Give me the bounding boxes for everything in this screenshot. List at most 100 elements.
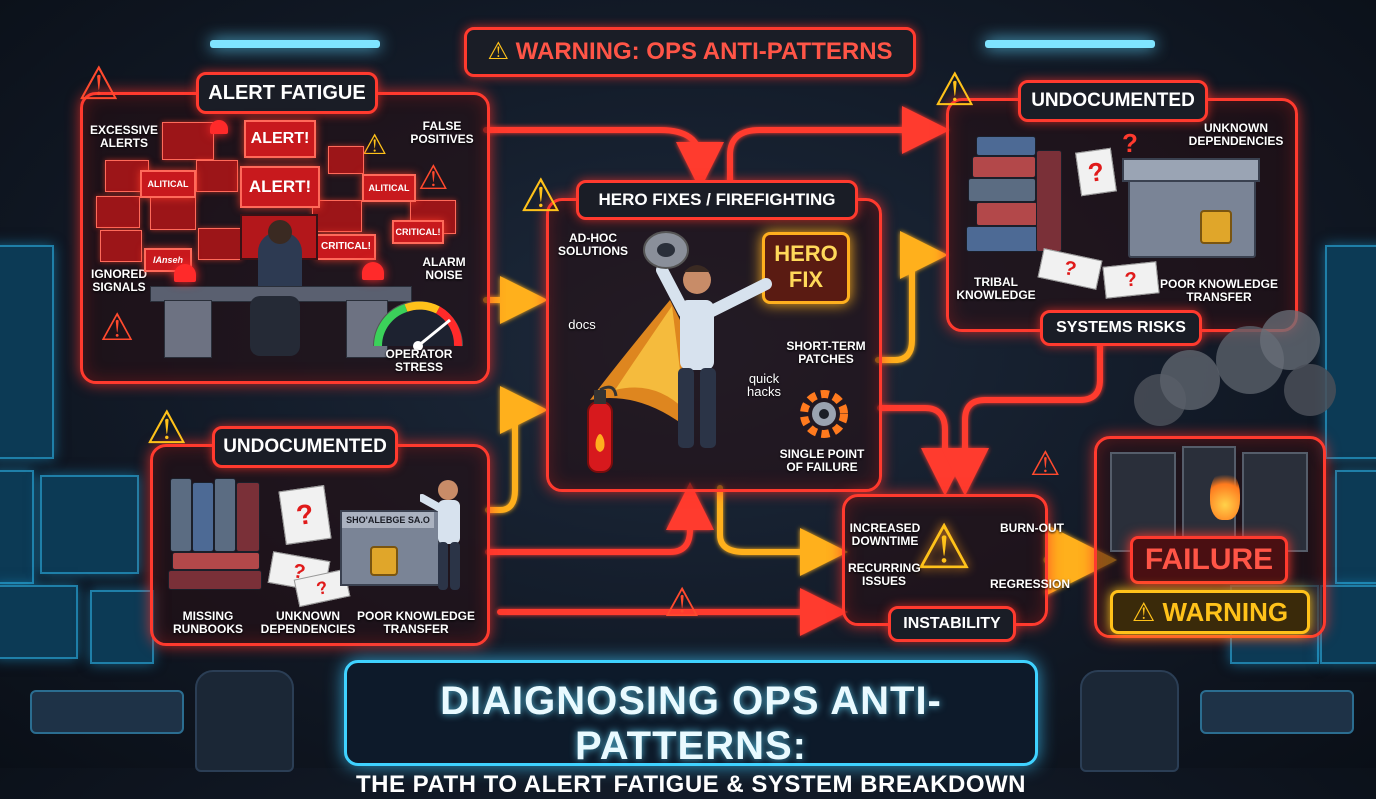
binder-row — [192, 482, 214, 552]
flow-arrows — [483, 106, 1117, 636]
arrow-undoc-bottom-to-hero-lower — [485, 482, 714, 555]
alert-screen: ALERT! — [244, 120, 316, 158]
operator-stress-label: OPERATOR STRESS — [385, 347, 453, 374]
ad-hoc-label: AD-HOC SOLUTIONS — [557, 231, 628, 258]
failure-warning-label: WARNING — [1162, 597, 1289, 627]
left-desk-monitor-1 — [40, 475, 139, 574]
binder-stack — [1036, 150, 1062, 252]
question-paper: ? — [1102, 261, 1160, 299]
unknown-dependencies-label: UNKNOWN DEPENDENCIES — [260, 609, 356, 636]
alert-wall-screen — [198, 228, 242, 260]
warning-icon: ⚠ — [520, 169, 562, 221]
ceiling-light-right — [985, 40, 1155, 48]
binder-stack — [976, 136, 1036, 156]
poor-knowledge-transfer-label: POOR KNOWLEDGE TRANSFER — [1159, 277, 1278, 304]
alert-screen: ALERT! — [240, 166, 320, 208]
warning-icon: ⚠ — [362, 129, 388, 160]
binder-row — [214, 478, 236, 552]
desk-drawer-left — [164, 300, 212, 358]
siren-icon — [362, 262, 384, 280]
left-desk-monitor-2 — [0, 585, 78, 659]
siren-icon — [174, 264, 196, 282]
alert-wall-screen — [312, 200, 362, 232]
instability-panel — [842, 494, 1048, 626]
fire-extinguisher-icon — [587, 385, 618, 473]
warning-icon: ⚠ — [418, 159, 449, 197]
question-mark: ? — [1122, 128, 1138, 158]
binder-stack — [972, 156, 1036, 178]
flame-icon — [1210, 470, 1240, 520]
padlock-icon — [370, 546, 398, 576]
alert-wall-screen — [328, 146, 364, 174]
arrow-undoc-bottom-to-hero — [485, 386, 548, 513]
page-subtitle: THE PATH TO ALERT FATIGUE & SYSTEM BREAK… — [356, 771, 1026, 798]
single-point-label: SINGLE POINT OF FAILURE — [779, 447, 865, 474]
header-warning-title: WARNING: OPS ANTI-PATTERNS — [515, 38, 893, 65]
operator-chair — [250, 296, 300, 356]
left-keyboard — [30, 690, 184, 734]
warning-icon: ⚠ — [100, 307, 135, 349]
arrow-hero-to-instability — [877, 405, 969, 496]
left-wall-monitor-1 — [0, 245, 54, 459]
poor-knowledge-transfer-label: POOR KNOWLEDGE TRANSFER — [356, 609, 475, 636]
warning-icon: ⚠ — [916, 513, 972, 582]
arrow-undoc-top-to-instability — [941, 337, 1103, 496]
storage-box-lid — [1122, 158, 1260, 182]
operator-head — [268, 220, 292, 244]
header-warning-banner: ⚠ WARNING: OPS ANTI-PATTERNS — [464, 27, 916, 77]
instability-badge: INSTABILITY — [888, 606, 1016, 642]
alert-wall-screen — [162, 122, 214, 160]
ignored-signals-label: IGNORED SIGNALS — [90, 267, 147, 294]
excessive-alerts-label: EXCESSIVE ALERTS — [89, 123, 159, 150]
warning-icon: ⚠ — [1131, 597, 1156, 627]
missing-runbooks-label: MISSING RUNBOOKS — [172, 609, 243, 636]
knowledge-box-label: SHO'ALEBGE SA.O — [342, 512, 434, 528]
warning-icon: ⚠ — [146, 401, 188, 453]
hero-fix-sign-text: HERO FIX — [774, 241, 838, 292]
question-paper: ? — [1075, 147, 1117, 197]
binder-stack — [172, 552, 260, 570]
question-paper: ? — [278, 485, 332, 545]
arrow-alert-to-hero-top — [483, 127, 724, 190]
alert-wall-screen — [150, 196, 196, 230]
right-chair — [1080, 670, 1179, 772]
alert-fatigue-title: ALERT FATIGUE — [196, 72, 378, 114]
alert-wall-screen — [96, 196, 140, 228]
unknown-dependencies-label: UNKNOWN DEPENDENCIES — [1188, 121, 1284, 148]
alarm-noise-label: ALARM NOISE — [422, 255, 466, 282]
arrow-hero-to-undoc-top-lower — [875, 231, 948, 363]
storage-box — [1128, 174, 1256, 258]
left-wall-monitor-2 — [0, 470, 34, 584]
burn-out-label: BURN-OUT — [1000, 521, 1064, 535]
increased-downtime-label: INCREASED DOWNTIME — [849, 521, 921, 548]
undocumented-bottom-title: UNDOCUMENTED — [212, 426, 398, 468]
smoke-cloud — [1134, 310, 1336, 426]
bottom-title-banner: DIAIGNOSING OPS ANTI-PATTERNS: THE PATH … — [344, 660, 1038, 798]
stress-gauge-icon — [373, 301, 463, 350]
tape-roll-icon — [643, 231, 689, 269]
short-term-label: SHORT-TERM PATCHES — [786, 339, 866, 366]
alert-wall-screen — [100, 230, 142, 262]
regression-label: REGRESSION — [990, 577, 1071, 591]
hero-fix-sign[interactable]: HERO FIX — [762, 232, 850, 304]
arrow-hero-to-undoc-top — [727, 106, 950, 193]
binder-stack — [168, 570, 262, 590]
background-scene — [0, 40, 1376, 772]
arrow-hero-to-instability-left — [717, 485, 848, 576]
critical-screen: ALITICAL — [362, 174, 416, 202]
page-title: DIAIGNOSING OPS ANTI-PATTERNS: — [440, 679, 942, 768]
hero-fixes-title: HERO FIXES / FIREFIGHTING — [576, 180, 858, 220]
quick-hacks-label: quick hacks — [747, 371, 781, 399]
tribal-knowledge-label: TRIBAL KNOWLEDGE — [956, 275, 1036, 302]
worker-figure — [420, 480, 460, 590]
binder-stack — [966, 226, 1038, 252]
warning-icon: ⚠ — [664, 581, 700, 625]
gear-icon — [800, 390, 848, 438]
recurring-issues-label: RECURRING ISSUES — [848, 561, 921, 588]
alert-wall-screen — [196, 160, 238, 192]
failure-label: FAILURE — [1130, 536, 1288, 584]
right-keyboard — [1200, 690, 1354, 734]
server-rack — [1242, 452, 1308, 552]
hero-figure — [590, 264, 772, 448]
binder-row — [236, 482, 260, 552]
